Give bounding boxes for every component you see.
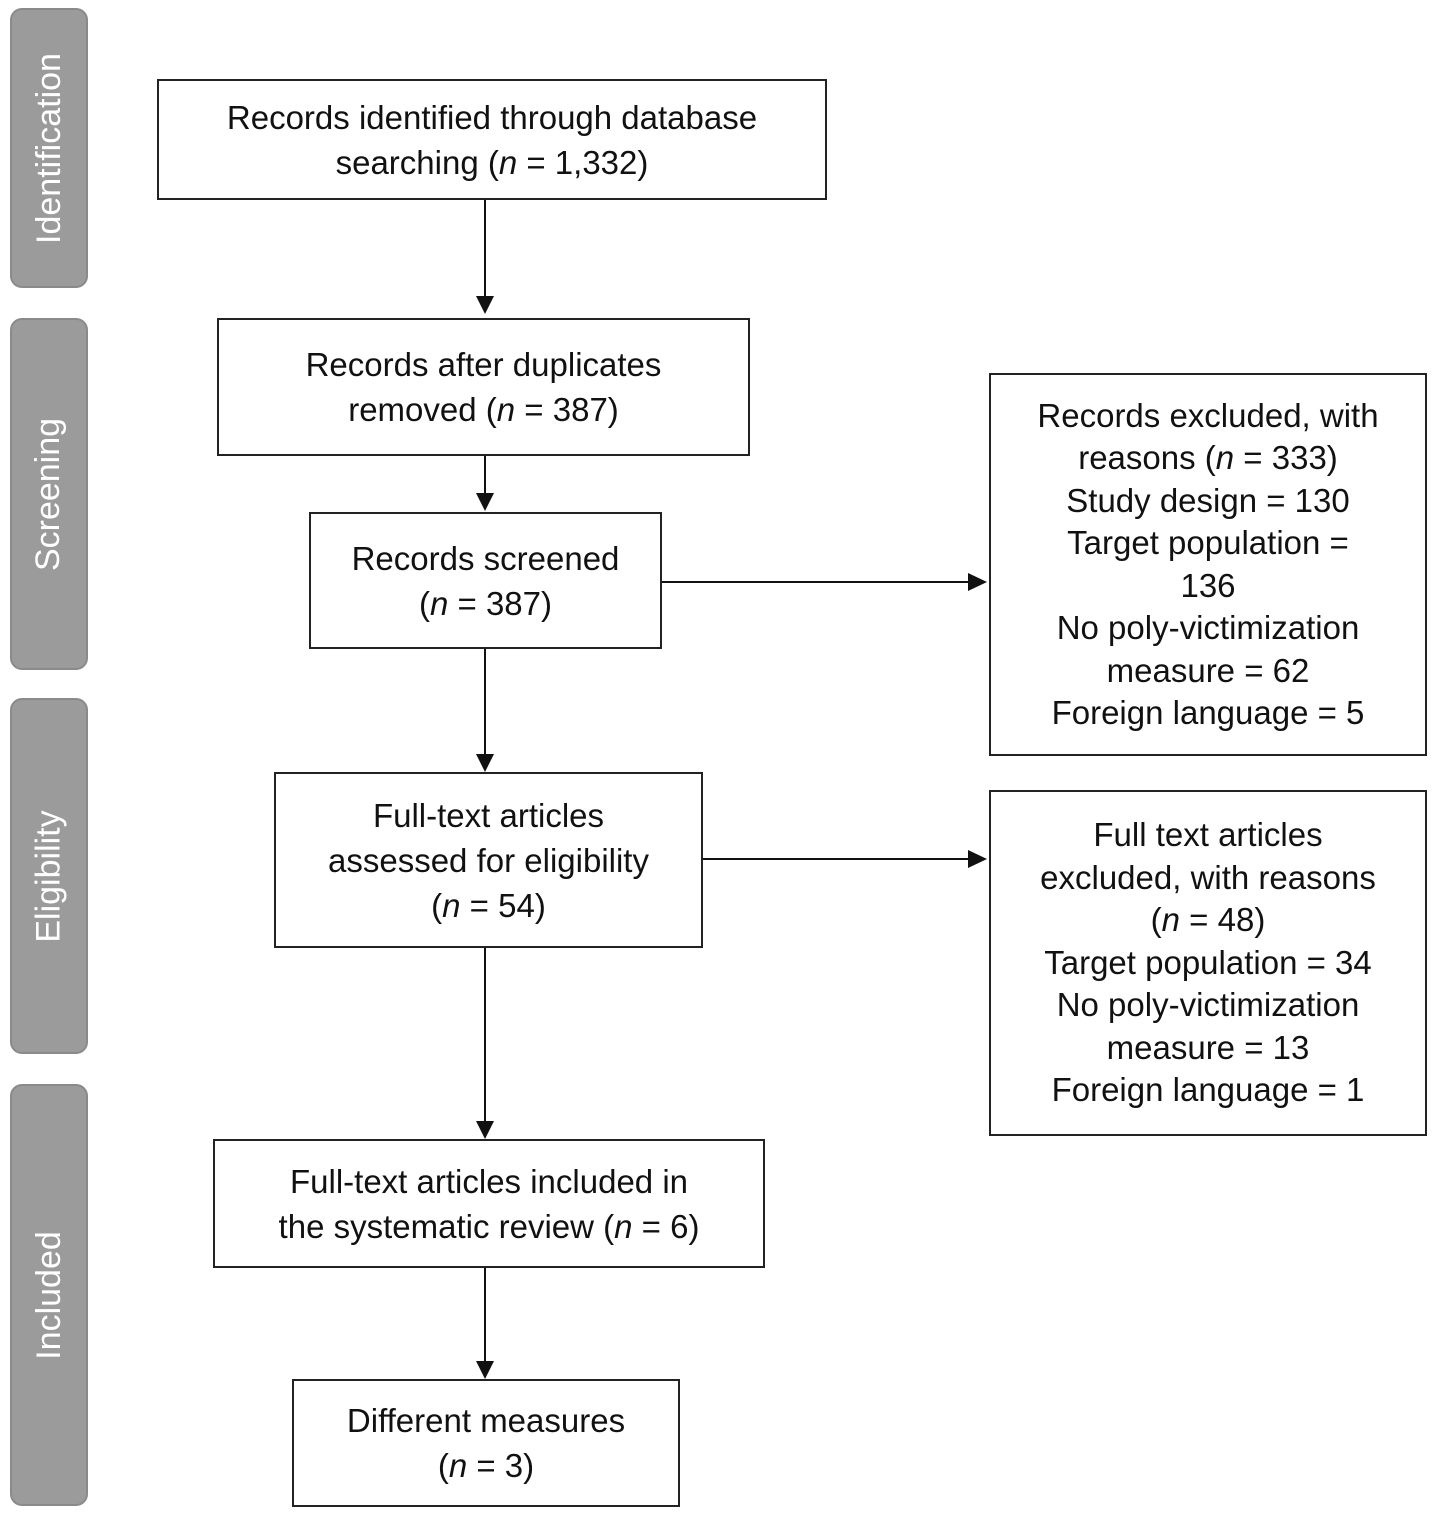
stage-eligibility: Eligibility: [10, 698, 88, 1054]
box-records-excluded-line3: Study design = 130: [1066, 481, 1350, 519]
box-records-excluded-line4: Target population =: [1067, 524, 1349, 561]
box-fulltext-excluded-line7: Foreign language = 1: [1051, 1071, 1365, 1109]
box-records-identified-line1: Records identified through database: [226, 98, 758, 136]
box-after-duplicates-line2: removed (n = 387): [348, 391, 619, 428]
box-records-excluded-line7: measure = 62: [1106, 651, 1310, 689]
box-fulltext-included-line2: the systematic review (n = 6): [278, 1207, 700, 1245]
box-different-measures-line1: Different measures: [346, 1402, 626, 1439]
box-records-screened-line2: (n = 387): [418, 584, 553, 622]
stage-identification: Identification: [10, 8, 88, 288]
box-fulltext-included-line1: Full-text articles included in: [290, 1162, 688, 1200]
box-records-screened: Records screened (n = 387): [309, 512, 662, 649]
arrowhead-duplicates-to-screened: [476, 493, 494, 511]
box-fulltext-assessed-line1: Full-text articles: [372, 796, 605, 834]
stage-screening: Screening: [10, 318, 88, 670]
box-fulltext-excluded-line3: (n = 48): [1150, 901, 1266, 939]
box-fulltext-excluded-line6: measure = 13: [1106, 1028, 1310, 1066]
box-records-excluded: Records excluded, with reasons (n = 333)…: [989, 373, 1427, 756]
box-records-excluded-line1: Records excluded, with: [1037, 396, 1379, 434]
arrowhead-fulltext-to-included: [476, 1121, 494, 1139]
box-records-identified-line2: searching (n = 1,332): [335, 143, 649, 181]
box-fulltext-excluded-line5: No poly-victimization: [1056, 986, 1360, 1024]
box-fulltext-excluded-line4: Target population = 34: [1044, 943, 1372, 981]
box-fulltext-excluded: Full text articles excluded, with reason…: [989, 790, 1427, 1136]
box-records-identified: Records identified through database sear…: [157, 79, 827, 200]
box-fulltext-excluded-line2: excluded, with reasons: [1040, 858, 1376, 896]
box-fulltext-assessed-line3: (n = 54): [431, 886, 546, 924]
box-records-excluded-line6: No poly-victimization: [1056, 609, 1360, 646]
box-fulltext-excluded-line1: Full text articles: [1093, 816, 1323, 854]
box-fulltext-included: Full-text articles included in the syste…: [213, 1139, 765, 1268]
arrowhead-screened-to-excluded: [968, 573, 987, 591]
box-records-excluded-line8: Foreign language = 5: [1051, 694, 1365, 731]
box-records-excluded-line5: 136: [1180, 566, 1236, 604]
arrowhead-screened-to-fulltext: [476, 754, 494, 772]
box-after-duplicates-line1: Records after duplicates: [305, 346, 662, 383]
box-fulltext-assessed: Full-text articles assessed for eligibil…: [274, 772, 703, 948]
box-different-measures: Different measures (n = 3): [292, 1379, 680, 1507]
box-fulltext-assessed-line2: assessed for eligibility: [328, 841, 649, 879]
box-records-screened-line1: Records screened: [351, 539, 620, 577]
arrowhead-identified-to-duplicates: [476, 296, 494, 314]
stage-included: Included: [10, 1084, 88, 1506]
arrowhead-fulltext-to-excluded: [968, 850, 987, 868]
box-different-measures-line2: (n = 3): [437, 1447, 535, 1484]
box-after-duplicates: Records after duplicates removed (n = 38…: [217, 318, 750, 456]
box-records-excluded-line2: reasons (n = 333): [1078, 439, 1338, 476]
arrowhead-included-to-measures: [476, 1361, 494, 1379]
